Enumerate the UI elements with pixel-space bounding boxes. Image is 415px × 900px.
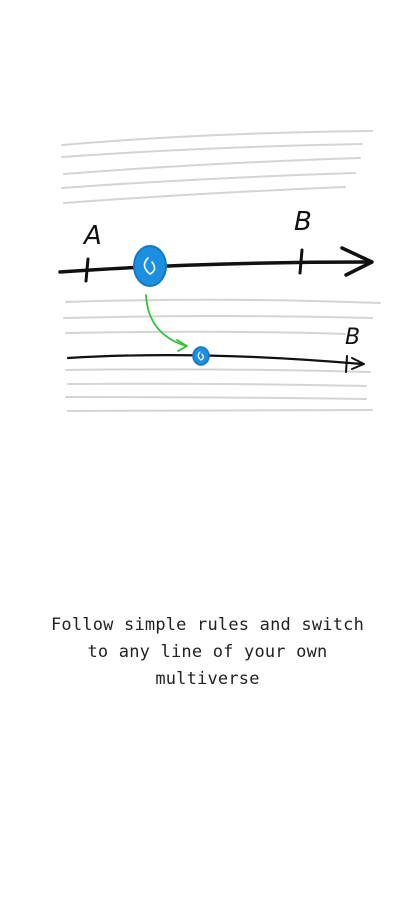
- switch-arrow: [145, 294, 188, 352]
- tick-branch-b: [345, 355, 348, 373]
- label-a: A: [82, 221, 102, 251]
- branch-position-marker: [192, 346, 210, 366]
- faint-lines-top: [61, 130, 373, 204]
- onboarding-caption: Follow simple rules and switch to any li…: [20, 612, 395, 693]
- current-position-marker: [133, 245, 167, 287]
- main-timeline: [58, 246, 374, 283]
- tick-b: [298, 248, 304, 275]
- tick-a: [84, 257, 90, 283]
- label-branch-b: B: [345, 325, 360, 350]
- multiverse-illustration: A B B: [58, 130, 381, 412]
- faint-lines-bottom: [63, 298, 381, 412]
- label-b: B: [294, 207, 312, 237]
- caption-line-3: multiverse: [155, 669, 260, 689]
- caption-line-1: Follow simple rules and switch: [50, 615, 365, 635]
- caption-line-2: to any line of your own: [87, 642, 328, 662]
